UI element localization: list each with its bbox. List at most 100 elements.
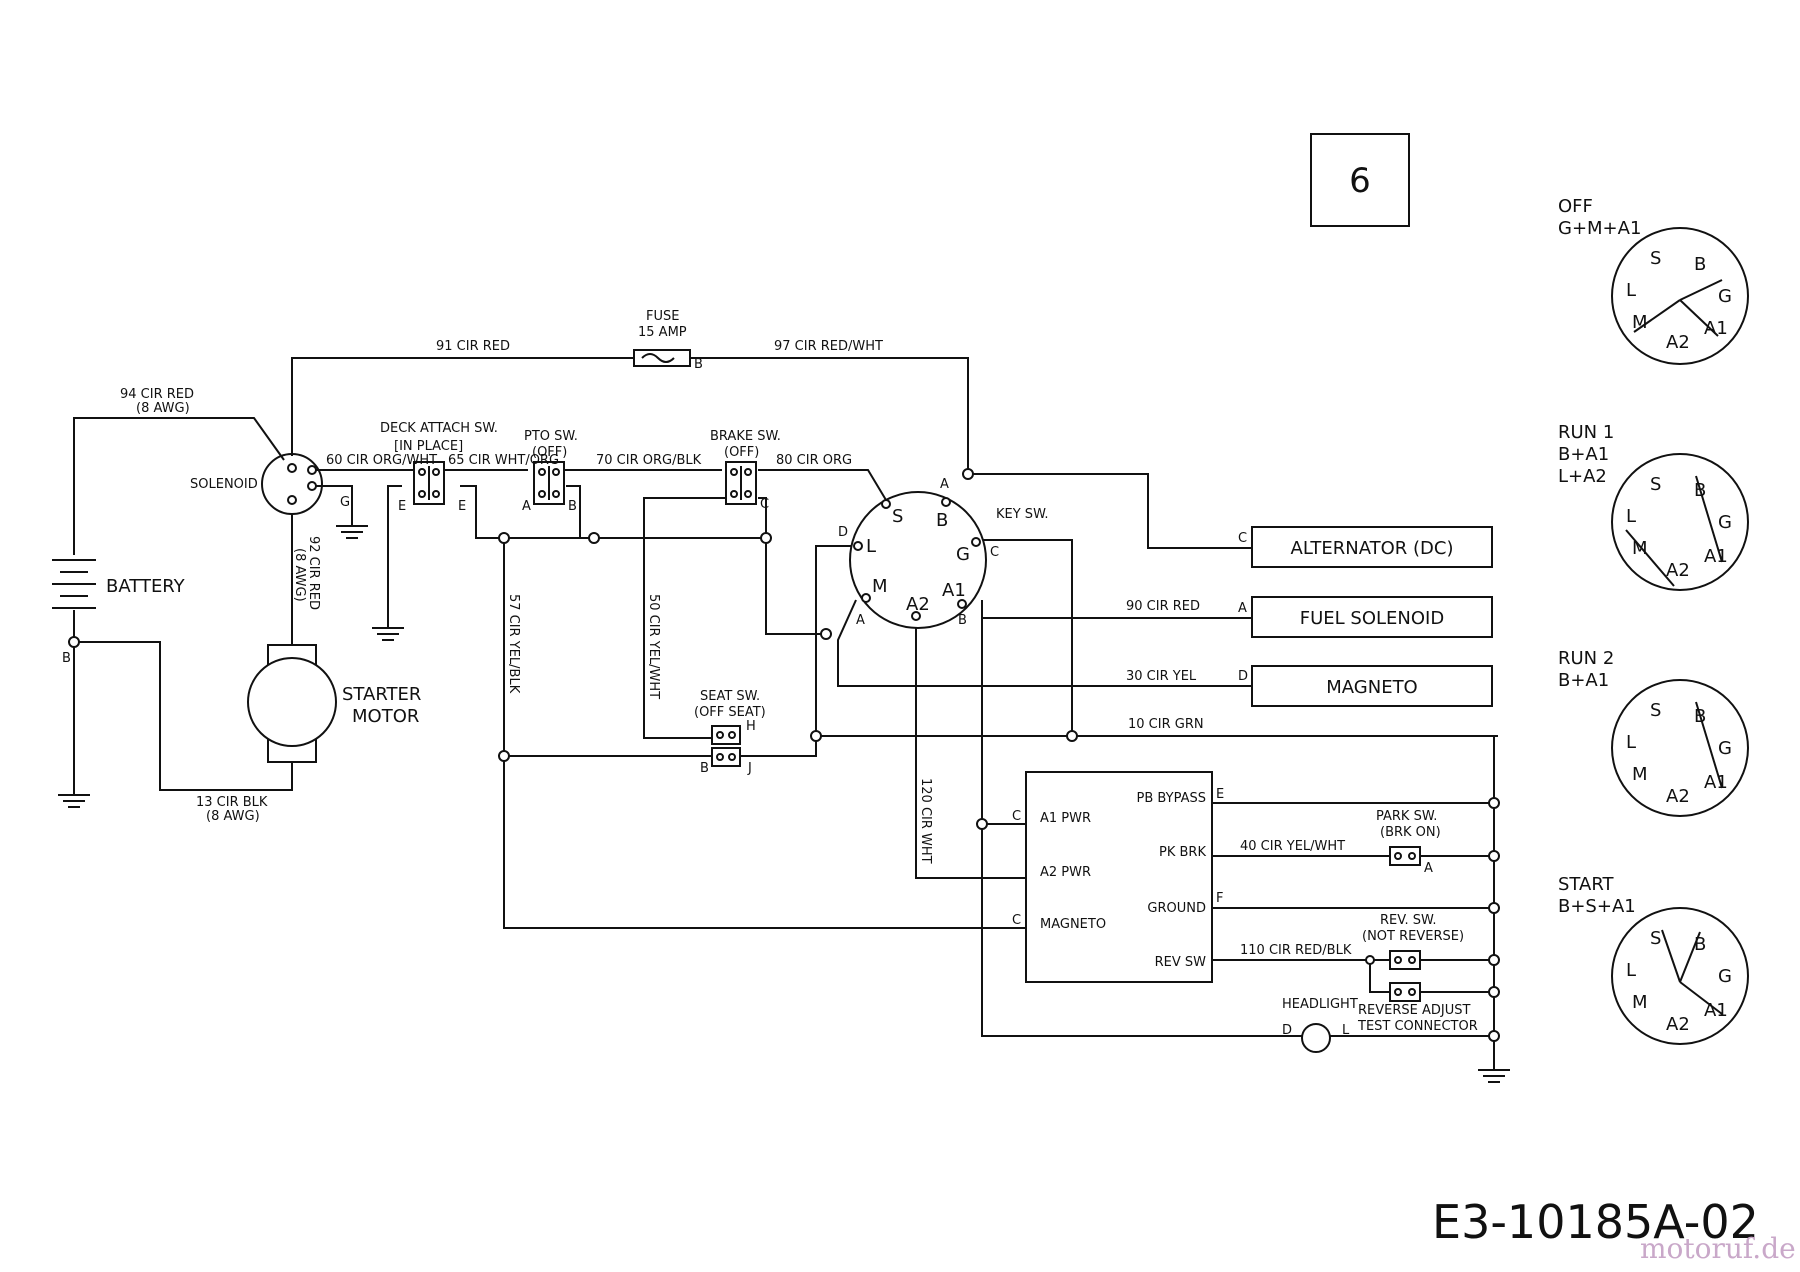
svg-text:120 CIR WHT: 120 CIR WHT <box>918 778 933 864</box>
svg-text:57 CIR YEL/BLK: 57 CIR YEL/BLK <box>506 594 521 694</box>
wire-lines <box>73 357 1498 1062</box>
svg-text:MAGNETO: MAGNETO <box>1040 917 1106 932</box>
svg-text:M: M <box>1632 992 1648 1013</box>
svg-text:L: L <box>1626 280 1636 301</box>
svg-text:D: D <box>838 525 848 540</box>
svg-text:G: G <box>1718 512 1732 533</box>
svg-text:REV SW: REV SW <box>1155 955 1207 970</box>
svg-text:G: G <box>1718 966 1732 987</box>
svg-text:D: D <box>1238 669 1248 684</box>
document-code: E3-10185A-02 <box>1432 1195 1759 1249</box>
svg-text:[IN PLACE]: [IN PLACE] <box>394 439 463 454</box>
svg-text:C: C <box>990 545 999 560</box>
svg-text:A1: A1 <box>1704 318 1728 339</box>
svg-text:A1: A1 <box>1704 546 1728 567</box>
svg-text:C: C <box>1238 531 1247 546</box>
solenoid-symbol <box>261 453 323 515</box>
svg-text:13 CIR BLK: 13 CIR BLK <box>196 795 268 810</box>
svg-text:A: A <box>522 499 531 514</box>
svg-text:A2: A2 <box>906 594 930 615</box>
svg-text:G: G <box>1718 286 1732 307</box>
svg-text:E: E <box>1216 787 1224 802</box>
svg-text:REV. SW.: REV. SW. <box>1380 913 1436 928</box>
reverse-switch <box>1389 950 1421 970</box>
svg-text:40 CIR YEL/WHT: 40 CIR YEL/WHT <box>1240 839 1345 854</box>
svg-text:A: A <box>940 477 949 492</box>
svg-text:PB BYPASS: PB BYPASS <box>1137 791 1206 806</box>
page-number: 6 <box>1349 161 1371 201</box>
svg-text:L: L <box>1626 960 1636 981</box>
svg-text:S: S <box>1650 248 1661 269</box>
svg-text:F: F <box>1216 891 1223 906</box>
svg-text:OFF: OFF <box>1558 196 1593 217</box>
svg-text:(OFF): (OFF) <box>532 445 567 460</box>
starter-label-2: MOTOR <box>352 706 419 727</box>
svg-text:REVERSE ADJUST: REVERSE ADJUST <box>1358 1003 1470 1018</box>
svg-text:E: E <box>398 499 406 514</box>
svg-text:65 CIR WHT/ORG: 65 CIR WHT/ORG <box>448 453 559 468</box>
svg-text:L: L <box>866 536 876 557</box>
svg-text:A2: A2 <box>1666 1014 1690 1035</box>
svg-text:97 CIR RED/WHT: 97 CIR RED/WHT <box>774 339 883 354</box>
svg-text:HEADLIGHT: HEADLIGHT <box>1282 997 1358 1012</box>
svg-text:A: A <box>1238 601 1247 616</box>
svg-text:BRAKE SW.: BRAKE SW. <box>710 429 781 444</box>
svg-text:G: G <box>340 495 350 510</box>
svg-text:A: A <box>856 613 865 628</box>
svg-text:50 CIR YEL/WHT: 50 CIR YEL/WHT <box>646 594 661 699</box>
svg-text:60 CIR ORG/WHT: 60 CIR ORG/WHT <box>326 453 437 468</box>
ground-symbols <box>58 525 1510 1083</box>
svg-text:A1: A1 <box>1704 772 1728 793</box>
svg-text:A: A <box>1424 861 1433 876</box>
svg-text:H: H <box>746 719 756 734</box>
svg-text:B: B <box>62 651 71 666</box>
svg-text:B: B <box>958 613 967 628</box>
svg-text:SEAT SW.: SEAT SW. <box>700 689 760 704</box>
svg-text:(8 AWG): (8 AWG) <box>206 809 260 824</box>
reverse-adjust-connector <box>1389 982 1421 1002</box>
park-switch <box>1389 846 1421 866</box>
svg-text:B+A1: B+A1 <box>1558 670 1609 691</box>
control-module <box>1025 771 1213 983</box>
svg-text:80 CIR ORG: 80 CIR ORG <box>776 453 852 468</box>
svg-text:A2 PWR: A2 PWR <box>1040 865 1091 880</box>
svg-text:110 CIR RED/BLK: 110 CIR RED/BLK <box>1240 943 1352 958</box>
svg-text:(BRK ON): (BRK ON) <box>1380 825 1441 840</box>
key-switch-symbol <box>849 491 987 629</box>
svg-text:70 CIR ORG/BLK: 70 CIR ORG/BLK <box>596 453 702 468</box>
svg-text:M: M <box>1632 764 1648 785</box>
svg-text:A2: A2 <box>1666 786 1690 807</box>
svg-text:B: B <box>1694 254 1706 275</box>
svg-text:91 CIR RED: 91 CIR RED <box>436 339 510 354</box>
svg-text:J: J <box>747 761 752 776</box>
svg-text:G+M+A1: G+M+A1 <box>1558 218 1641 239</box>
svg-text:FUEL SOLENOID: FUEL SOLENOID <box>1300 608 1444 629</box>
junctions <box>498 532 1500 1042</box>
battery-label: BATTERY <box>106 576 186 597</box>
fuel-solenoid-box <box>1251 596 1493 638</box>
svg-text:D: D <box>1282 1023 1292 1038</box>
svg-text:10 CIR GRN: 10 CIR GRN <box>1128 717 1204 732</box>
svg-text:S: S <box>892 506 903 527</box>
svg-text:B: B <box>694 357 703 372</box>
svg-text:92 CIR RED: 92 CIR RED <box>306 536 321 610</box>
svg-text:L: L <box>1626 506 1636 527</box>
battery-symbol <box>52 559 96 609</box>
svg-text:START: START <box>1558 874 1615 895</box>
svg-text:S: S <box>1650 474 1661 495</box>
svg-text:B: B <box>568 499 577 514</box>
svg-text:G: G <box>956 544 970 565</box>
svg-text:(8 AWG): (8 AWG) <box>136 401 190 416</box>
seat-switch-bottom <box>711 747 741 767</box>
svg-text:B: B <box>700 761 709 776</box>
svg-text:KEY SW.: KEY SW. <box>996 507 1049 522</box>
svg-text:M: M <box>872 576 888 597</box>
svg-text:PTO SW.: PTO SW. <box>524 429 578 444</box>
starter-motor-symbol <box>247 657 337 747</box>
svg-text:MAGNETO: MAGNETO <box>1326 677 1417 698</box>
svg-text:E: E <box>458 499 466 514</box>
